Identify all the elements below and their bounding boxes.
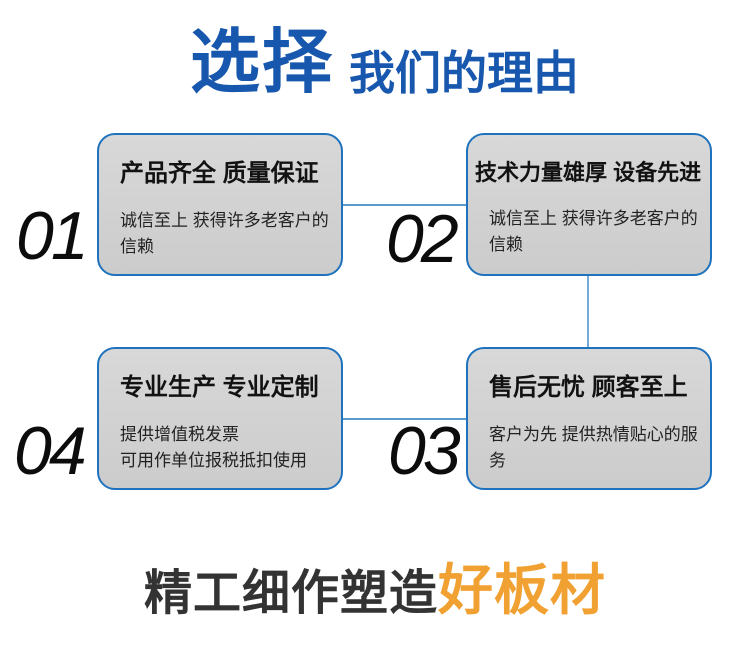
card-description: 诚信至上 获得许多老客户的信赖 xyxy=(489,208,698,254)
feature-card-3: 售后无忧 顾客至上 客户为先 提供热情贴心的服务 xyxy=(466,347,712,490)
connector-line-vertical xyxy=(587,276,589,347)
connector-line-top xyxy=(343,204,466,206)
card-description: 提供增值税发票 可用作单位报税抵扣使用 xyxy=(120,425,307,471)
card-title: 专业生产 专业定制 xyxy=(120,374,319,401)
feature-card-2: 技术力量雄厚 设备先进 诚信至上 获得许多老客户的信赖 xyxy=(466,133,712,276)
page-title: 选择 我们的理由 xyxy=(190,27,579,97)
tagline-text: 精工细作塑造 xyxy=(143,567,438,620)
step-number-01: 01 xyxy=(16,198,89,274)
step-number-03: 03 xyxy=(388,413,461,489)
connector-line-bottom xyxy=(343,418,466,420)
feature-card-1: 产品齐全 质量保证 诚信至上 获得许多老客户的信赖 xyxy=(97,133,343,276)
card-title: 产品齐全 质量保证 xyxy=(120,160,319,187)
card-title: 售后无忧 顾客至上 xyxy=(489,374,688,401)
card-title: 技术力量雄厚 设备先进 xyxy=(475,160,702,185)
card-description: 诚信至上 获得许多老客户的信赖 xyxy=(120,211,329,257)
card-description: 客户为先 提供热情贴心的服务 xyxy=(489,425,698,471)
feature-card-4: 专业生产 专业定制 提供增值税发票 可用作单位报税抵扣使用 xyxy=(97,347,343,490)
tagline: 精工细作塑造 好板材 xyxy=(0,560,750,624)
step-number-04: 04 xyxy=(14,413,87,489)
page-title-text: 我们的理由 xyxy=(349,47,579,99)
step-number-02: 02 xyxy=(386,201,459,277)
page-title-highlight: 选择 xyxy=(190,23,334,101)
tagline-accent: 好板材 xyxy=(438,559,607,621)
